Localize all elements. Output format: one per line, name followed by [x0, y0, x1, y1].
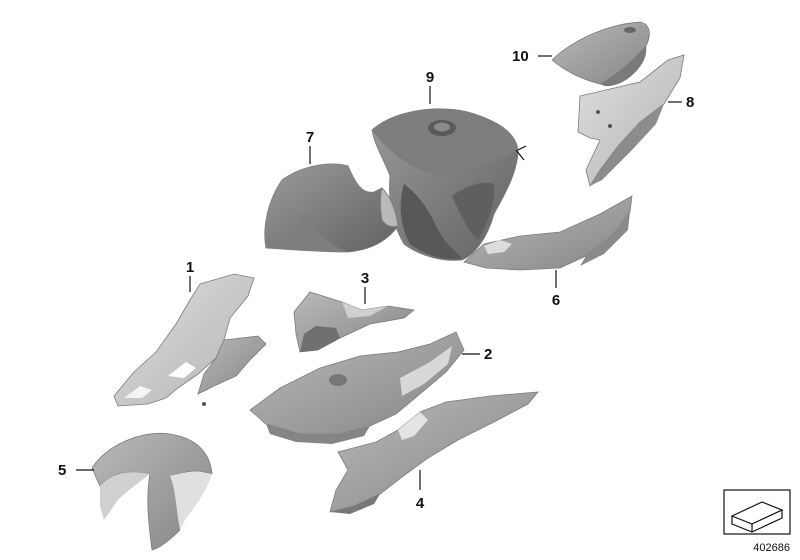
callout-7: 7 — [306, 129, 314, 146]
callout-8: 8 — [686, 94, 694, 111]
part-9-fuel-tank — [371, 108, 527, 261]
callout-1: 1 — [186, 259, 194, 276]
callout-2: 2 — [484, 346, 492, 363]
part-1-front-fairing — [113, 273, 267, 407]
leader-lines — [76, 55, 682, 490]
part-3-inner-panel — [293, 291, 415, 353]
part-10-seat-cowl — [551, 21, 650, 87]
callout-10: 10 — [512, 48, 529, 65]
part-5-front-mudguard — [91, 432, 213, 551]
part-2-side-fairing — [249, 331, 465, 444]
callout-labels: 1 2 3 4 5 6 7 8 9 10 — [58, 48, 694, 512]
callout-9: 9 — [426, 69, 434, 86]
part-6-lower-fairing-right — [463, 195, 633, 271]
document-number: 402686 — [753, 542, 790, 554]
exploded-view-symbol-icon — [723, 489, 791, 535]
part-7-tank-cover — [264, 163, 399, 253]
callout-4: 4 — [416, 495, 425, 512]
callout-3: 3 — [361, 270, 369, 287]
callout-5: 5 — [58, 462, 66, 479]
part-8-side-panel — [577, 54, 685, 188]
callout-6: 6 — [552, 292, 560, 309]
part-4-belly-pan — [329, 391, 539, 514]
